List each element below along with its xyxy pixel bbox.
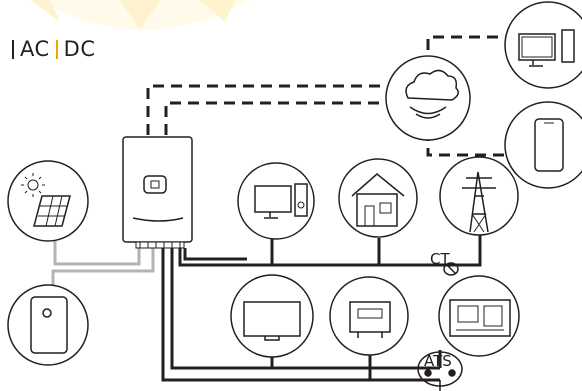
smartphone-icon <box>504 101 582 189</box>
ac-line-ats <box>161 248 440 382</box>
comm-line-inverter-cloud-2 <box>164 101 385 135</box>
solar-panel-icon <box>7 160 89 242</box>
ac-line-backup <box>170 248 440 370</box>
sun-background <box>30 0 250 30</box>
ats-label: ATS <box>424 352 452 370</box>
backup-load-icon <box>230 274 314 358</box>
ct-label: CT <box>430 250 450 268</box>
dc-line-solar <box>53 238 141 266</box>
battery-icon <box>7 284 89 366</box>
home-appliances-icon <box>237 162 315 240</box>
grid-tower-icon <box>439 156 519 236</box>
hybrid-inverter-icon <box>122 136 193 249</box>
ac-line-home-grid <box>178 232 482 267</box>
cloud-monitoring-icon <box>385 55 471 141</box>
ct-sensor-icon <box>443 262 459 276</box>
legend-divider <box>55 39 58 59</box>
ac-lines <box>161 232 482 382</box>
generator-icon <box>438 275 520 357</box>
desktop-computer-icon <box>504 1 582 89</box>
house-icon <box>338 158 418 238</box>
ac-line-short <box>183 248 247 261</box>
dc-lines <box>51 238 155 288</box>
ats-switch-icon <box>417 351 463 391</box>
smart-meter-icon <box>329 276 409 356</box>
legend-divider <box>12 39 14 59</box>
legend-dc: DC <box>63 37 96 61</box>
line-legend: AC DC <box>12 37 96 61</box>
dc-line-battery <box>51 248 155 288</box>
legend-ac: AC <box>20 37 50 61</box>
comm-line-inverter-cloud-1 <box>146 84 385 135</box>
